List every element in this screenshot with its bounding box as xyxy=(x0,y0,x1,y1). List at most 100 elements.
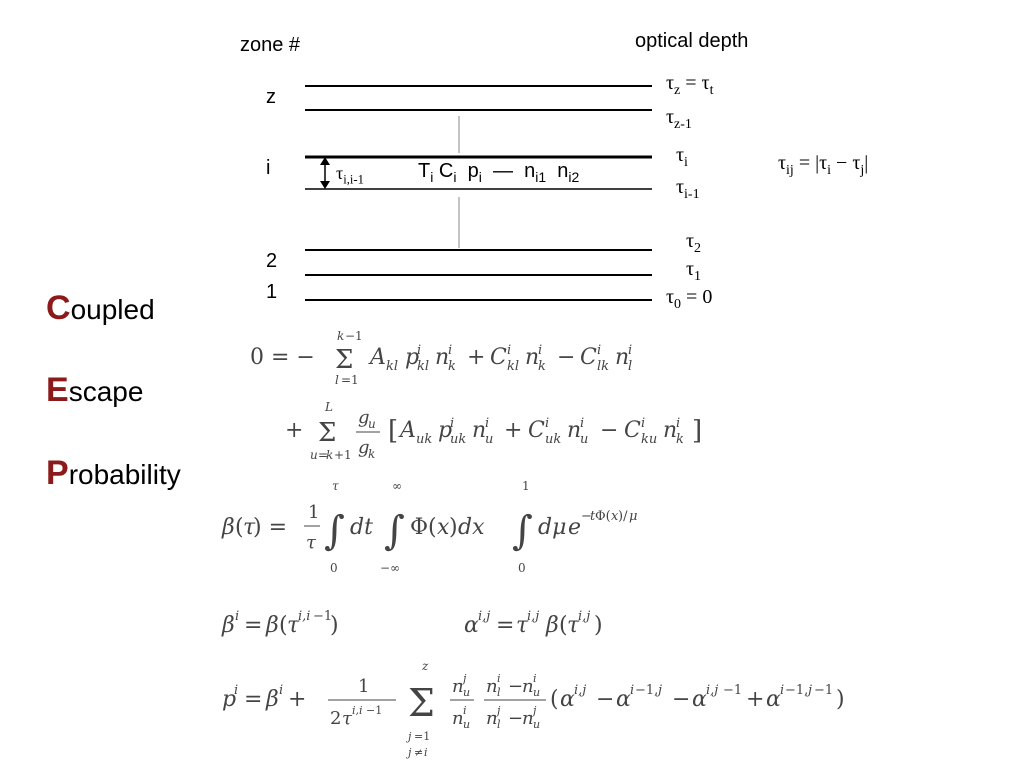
svg-text:=: = xyxy=(244,613,262,638)
svg-text:j: j xyxy=(655,683,662,698)
svg-text:i: i xyxy=(597,343,601,358)
svg-text:n: n xyxy=(486,708,498,729)
svg-text:−∞: −∞ xyxy=(380,561,400,575)
svg-text:i: i xyxy=(463,704,467,717)
tau-i1-label: τi-1 xyxy=(676,176,700,202)
svg-text:A: A xyxy=(398,418,416,443)
svg-text:k: k xyxy=(448,359,456,374)
svg-text:n: n xyxy=(522,676,534,697)
svg-text:) =: ) = xyxy=(253,515,287,540)
svg-text:β: β xyxy=(265,613,279,638)
svg-text:Σ: Σ xyxy=(408,681,435,725)
svg-text:Σ: Σ xyxy=(318,418,336,448)
acronym-probability: Probability xyxy=(46,454,181,493)
equation-beta: β(τ) = 1 τ τ ∫ 0 dt ∞ ∫ −∞ Φ(x)dx 1 ∫ 0 … xyxy=(221,479,637,575)
svg-text:≠: ≠ xyxy=(414,746,423,759)
acronym-rest-probability: robability xyxy=(68,459,181,490)
svg-text:∫: ∫ xyxy=(324,508,345,554)
svg-text:k: k xyxy=(368,447,375,461)
svg-text:α: α xyxy=(692,687,707,712)
svg-text:i: i xyxy=(507,343,511,358)
svg-text:τ: τ xyxy=(342,708,353,729)
zone-label-1: 1 xyxy=(266,281,278,303)
svg-text:k: k xyxy=(538,359,546,374)
svg-text:i: i xyxy=(533,672,537,685)
svg-text:n: n xyxy=(525,345,539,370)
svg-text:): ) xyxy=(330,613,339,638)
tau-ij-definition: τij = |τi − τj| xyxy=(778,152,869,178)
svg-text:u: u xyxy=(463,718,470,731)
svg-text:∞: ∞ xyxy=(392,479,402,493)
svg-text:τ: τ xyxy=(516,613,529,638)
svg-text:τ: τ xyxy=(332,479,339,493)
svg-text:n: n xyxy=(472,418,486,443)
svg-text:i: i xyxy=(448,343,452,358)
svg-text:i: i xyxy=(676,416,680,431)
svg-text:0 = −: 0 = − xyxy=(250,345,315,370)
svg-text:n: n xyxy=(615,345,629,370)
svg-text:=1: =1 xyxy=(414,730,430,743)
svg-text:p: p xyxy=(222,687,236,712)
svg-text:−: − xyxy=(596,687,614,712)
acronym-escape: Escape xyxy=(46,371,143,410)
svg-text:j: j xyxy=(405,730,412,743)
svg-text:n: n xyxy=(452,676,464,697)
tau-0-label: τ0 = 0 xyxy=(666,286,713,312)
svg-text:l: l xyxy=(335,373,339,387)
acronym-rest-coupled: oupled xyxy=(70,294,155,325)
optical-depth-header: optical depth xyxy=(635,30,749,52)
svg-text:−: − xyxy=(600,418,618,443)
tau-i-label: τi xyxy=(676,144,688,170)
svg-text:(: ( xyxy=(550,687,559,712)
svg-text:i: i xyxy=(279,683,283,698)
svg-text:uk: uk xyxy=(545,432,561,447)
svg-text:): ) xyxy=(836,687,845,712)
svg-text:−1,: −1, xyxy=(635,683,658,698)
svg-text:∫: ∫ xyxy=(384,508,405,554)
svg-text:(: ( xyxy=(559,613,568,638)
svg-text:β: β xyxy=(221,515,235,540)
zone-label-z: z xyxy=(266,86,276,108)
svg-text:kl: kl xyxy=(507,359,519,374)
svg-text:+: + xyxy=(285,418,303,443)
svg-text:=: = xyxy=(496,613,514,638)
svg-text:Φ(: Φ( xyxy=(410,515,437,540)
svg-text:1: 1 xyxy=(358,676,369,697)
acronym-initial-c: C xyxy=(46,289,71,327)
svg-text:∫: ∫ xyxy=(512,508,533,554)
svg-text:n: n xyxy=(663,418,677,443)
svg-text:0: 0 xyxy=(330,561,338,575)
svg-text:+: + xyxy=(467,345,485,370)
svg-text:kl: kl xyxy=(417,359,429,374)
svg-text:−: − xyxy=(508,708,523,729)
svg-text:α: α xyxy=(616,687,631,712)
svg-text:): ) xyxy=(449,515,458,540)
zone-label-i: i xyxy=(266,157,271,179)
svg-text:=1: =1 xyxy=(341,373,359,387)
svg-text:u: u xyxy=(533,686,540,699)
svg-text:C: C xyxy=(624,418,641,443)
svg-text:i,j: i,j xyxy=(574,683,586,698)
svg-text:i: i xyxy=(485,416,489,431)
svg-text:u: u xyxy=(580,432,588,447)
svg-text:1: 1 xyxy=(522,479,530,493)
svg-text:i: i xyxy=(417,343,421,358)
svg-text:u: u xyxy=(533,718,540,731)
svg-text:−1,: −1, xyxy=(785,683,808,698)
svg-text:A: A xyxy=(368,345,386,370)
svg-text:l: l xyxy=(628,359,632,374)
svg-text:Φ(: Φ( xyxy=(595,509,611,524)
svg-text:lk: lk xyxy=(597,359,609,374)
acronym-initial-p: P xyxy=(46,454,69,492)
svg-text:α: α xyxy=(766,687,781,712)
svg-text:β: β xyxy=(221,613,235,638)
svg-text:j: j xyxy=(460,672,467,685)
svg-text:−1: −1 xyxy=(366,704,382,717)
svg-text:n: n xyxy=(567,418,581,443)
svg-text:j: j xyxy=(494,704,501,717)
svg-text:C: C xyxy=(490,345,507,370)
svg-text:p: p xyxy=(405,345,419,370)
